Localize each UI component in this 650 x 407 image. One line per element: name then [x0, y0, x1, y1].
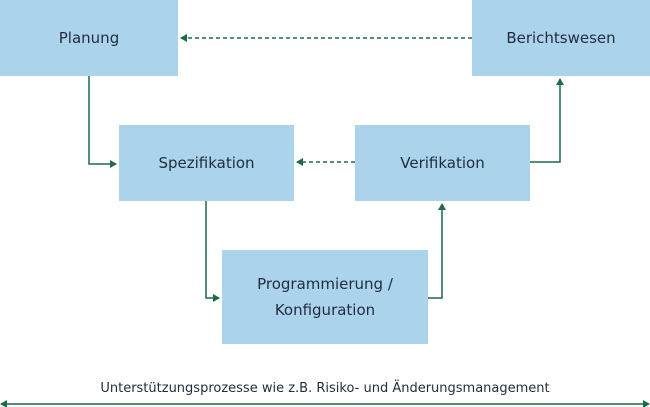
arrow-planung-to-spezifikation: [88, 76, 117, 168]
support-process-label: Unterstützungsprozesse wie z.B. Risiko- …: [96, 381, 554, 396]
arrow-programmierung-to-verifikation: [428, 203, 446, 299]
berichtswesen-box: Berichtswesen: [472, 0, 650, 76]
verifikation-box: Verifikation: [355, 125, 530, 201]
programmierung-label-line1: Programmierung /: [257, 275, 393, 293]
arrow-verifikation-to-berichtswesen: [530, 78, 564, 163]
spezifikation-box: Spezifikation: [119, 125, 294, 201]
programmierung-box: Programmierung / Konfiguration: [222, 250, 428, 344]
spezifikation-label: Spezifikation: [158, 154, 255, 172]
verifikation-label: Verifikation: [400, 154, 485, 172]
planung-box: Planung: [0, 0, 178, 76]
arrow-spezifikation-to-programmierung: [205, 201, 220, 302]
support-arrow-right-head: [643, 400, 650, 407]
support-arrow-left-head: [0, 400, 7, 407]
programmierung-label-line2: Konfiguration: [274, 301, 376, 319]
berichtswesen-label: Berichtswesen: [506, 29, 616, 47]
planung-label: Planung: [58, 29, 120, 47]
support-process-caption: Unterstützungsprozesse wie z.B. Risiko- …: [0, 381, 650, 396]
